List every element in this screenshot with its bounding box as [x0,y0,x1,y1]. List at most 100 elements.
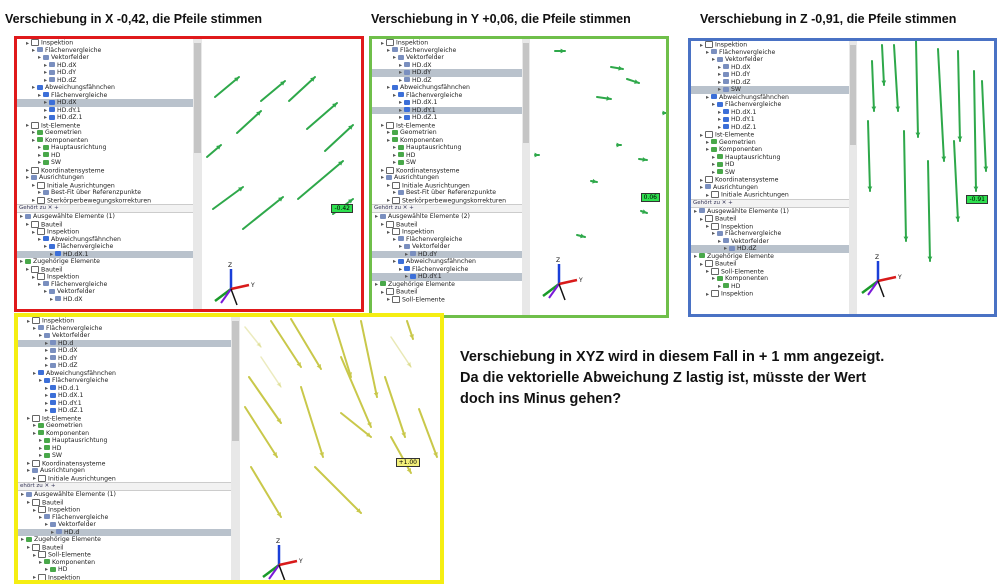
expand-toggle-icon[interactable]: ▸ [33,429,37,437]
tree-item[interactable]: ▸Flächenvergleiche [372,236,522,244]
expand-toggle-icon[interactable]: ▸ [724,245,728,252]
tree-item[interactable]: ▸Bauteil [691,215,849,223]
expand-toggle-icon[interactable]: ▸ [45,384,49,392]
expand-toggle-icon[interactable]: ▸ [694,207,698,215]
expand-toggle-icon[interactable]: ▸ [712,168,716,176]
expand-toggle-icon[interactable]: ▸ [706,93,710,101]
expand-toggle-icon[interactable]: ▸ [38,235,42,243]
tree-item[interactable]: ▸SW [18,452,231,460]
tree-item[interactable]: ▸HD.dZ [372,77,522,85]
tree-item[interactable]: ▸Vektorfelder [17,54,193,62]
tree-item[interactable]: ▸Hauptausrichtung [691,154,849,162]
expand-toggle-icon[interactable]: ▸ [44,61,48,69]
expand-toggle-icon[interactable]: ▸ [45,362,49,369]
expand-toggle-icon[interactable]: ▸ [45,347,49,354]
tree-item[interactable]: ▸HD [372,152,522,160]
expand-toggle-icon[interactable]: ▸ [44,288,48,295]
expand-toggle-icon[interactable]: ▸ [718,71,722,78]
tree-item[interactable]: ▸HD.dY [18,355,231,363]
expand-toggle-icon[interactable]: ▸ [44,69,48,76]
expand-toggle-icon[interactable]: ▸ [399,69,403,76]
tree-item[interactable]: ▸Ausgewählte Elemente (2) [372,213,522,221]
expand-toggle-icon[interactable]: ▸ [26,39,30,47]
tree-item[interactable]: ▸Komponenten [372,137,522,145]
tree-item[interactable]: ▸Soll-Elemente [18,551,231,559]
tree-item[interactable]: ▸HD.dZ.1 [18,407,231,415]
expand-toggle-icon[interactable]: ▸ [712,153,716,161]
tree-item[interactable]: ▸HD.d [18,528,231,536]
expand-toggle-icon[interactable]: ▸ [718,116,722,123]
expand-toggle-icon[interactable]: ▸ [399,99,403,106]
tree-item[interactable]: ▸Flächenvergleiche [17,47,193,55]
expand-toggle-icon[interactable]: ▸ [718,237,722,245]
tree-item[interactable]: ▸SW [691,86,849,94]
tree-item[interactable]: ▸HD.dZ [17,77,193,85]
tree-item[interactable]: ▸HD.dX [17,296,193,304]
expand-toggle-icon[interactable]: ▸ [706,48,710,56]
expand-toggle-icon[interactable]: ▸ [20,258,24,265]
expand-toggle-icon[interactable]: ▸ [387,182,391,189]
expand-toggle-icon[interactable]: ▸ [51,528,55,536]
expand-toggle-icon[interactable]: ▸ [44,243,48,250]
tree-item[interactable]: ▸HD.dZ.1 [372,114,522,122]
expand-toggle-icon[interactable]: ▸ [712,161,716,168]
tree-item[interactable]: ▸Ausrichtungen [18,467,231,475]
tree-item[interactable]: ▸Flächenvergleiche [18,325,231,333]
expand-toggle-icon[interactable]: ▸ [26,221,30,228]
expand-toggle-icon[interactable]: ▸ [393,235,397,243]
tab-gehoert-zu[interactable]: Gehört zu ✕ + [372,204,522,213]
tree-item[interactable]: ▸Geometrien [18,422,231,430]
tree-item[interactable]: ▸SW [372,159,522,167]
tree-item[interactable]: ▸Initiale Ausrichtungen [17,181,193,189]
tree-item[interactable]: ▸Initiale Ausrichtungen [372,181,522,189]
tree-item[interactable]: ▸Flächenvergleiche [691,230,849,238]
scrollbar[interactable] [849,41,857,314]
tree-item[interactable]: ▸Hauptausrichtung [372,144,522,152]
expand-toggle-icon[interactable]: ▸ [26,174,30,181]
tree-item[interactable]: ▸HD.dY [372,250,522,258]
tree-item[interactable]: ▸HD.dY [691,71,849,79]
tree-item[interactable]: ▸HD.dX.1 [18,392,231,400]
expand-toggle-icon[interactable]: ▸ [39,513,43,521]
tree-item[interactable]: ▸Inspektion [17,39,193,47]
expand-toggle-icon[interactable]: ▸ [44,106,48,114]
tree-item[interactable]: ▸Abweichungsfähnchen [372,84,522,92]
tree-item[interactable]: ▸Flächenvergleiche [17,92,193,100]
expand-toggle-icon[interactable]: ▸ [45,399,49,407]
expand-toggle-icon[interactable]: ▸ [39,452,43,459]
tree-item[interactable]: ▸Inspektion [18,573,231,580]
expand-toggle-icon[interactable]: ▸ [706,191,710,199]
expand-toggle-icon[interactable]: ▸ [27,499,31,506]
expand-toggle-icon[interactable]: ▸ [45,407,49,414]
tree-item[interactable]: ▸Inspektion [18,317,231,325]
expand-toggle-icon[interactable]: ▸ [718,86,722,93]
tree-item[interactable]: ▸Vektorfelder [372,243,522,251]
tree-item[interactable]: ▸Flächenvergleiche [372,266,522,274]
expand-toggle-icon[interactable]: ▸ [27,544,31,551]
tree-item[interactable]: ▸Ist-Elemente [372,121,522,129]
expand-toggle-icon[interactable]: ▸ [38,54,42,61]
tree-item[interactable]: ▸Zugehörige Elemente [18,536,231,544]
tree-item[interactable]: ▸HD.dX [17,99,193,107]
expand-toggle-icon[interactable]: ▸ [32,129,36,136]
expand-toggle-icon[interactable]: ▸ [39,437,43,444]
expand-toggle-icon[interactable]: ▸ [27,415,31,422]
tree-item[interactable]: ▸Geometrien [372,129,522,137]
expand-toggle-icon[interactable]: ▸ [399,265,403,273]
tree-item[interactable]: ▸Koordinatensysteme [372,166,522,174]
expand-toggle-icon[interactable]: ▸ [399,114,403,121]
expand-toggle-icon[interactable]: ▸ [21,536,25,543]
tab-gehoert-zu[interactable]: ehört zu ✕ + [18,482,231,491]
expand-toggle-icon[interactable]: ▸ [387,197,391,204]
expand-toggle-icon[interactable]: ▸ [381,122,385,129]
expand-toggle-icon[interactable]: ▸ [700,215,704,223]
expand-toggle-icon[interactable]: ▸ [50,295,54,303]
expand-toggle-icon[interactable]: ▸ [33,506,37,514]
tree-item[interactable]: ▸Ist-Elemente [691,131,849,139]
expand-toggle-icon[interactable]: ▸ [32,84,36,91]
expand-toggle-icon[interactable]: ▸ [700,176,704,184]
expand-toggle-icon[interactable]: ▸ [381,221,385,228]
tree-item[interactable]: ▸Inspektion [691,41,849,49]
